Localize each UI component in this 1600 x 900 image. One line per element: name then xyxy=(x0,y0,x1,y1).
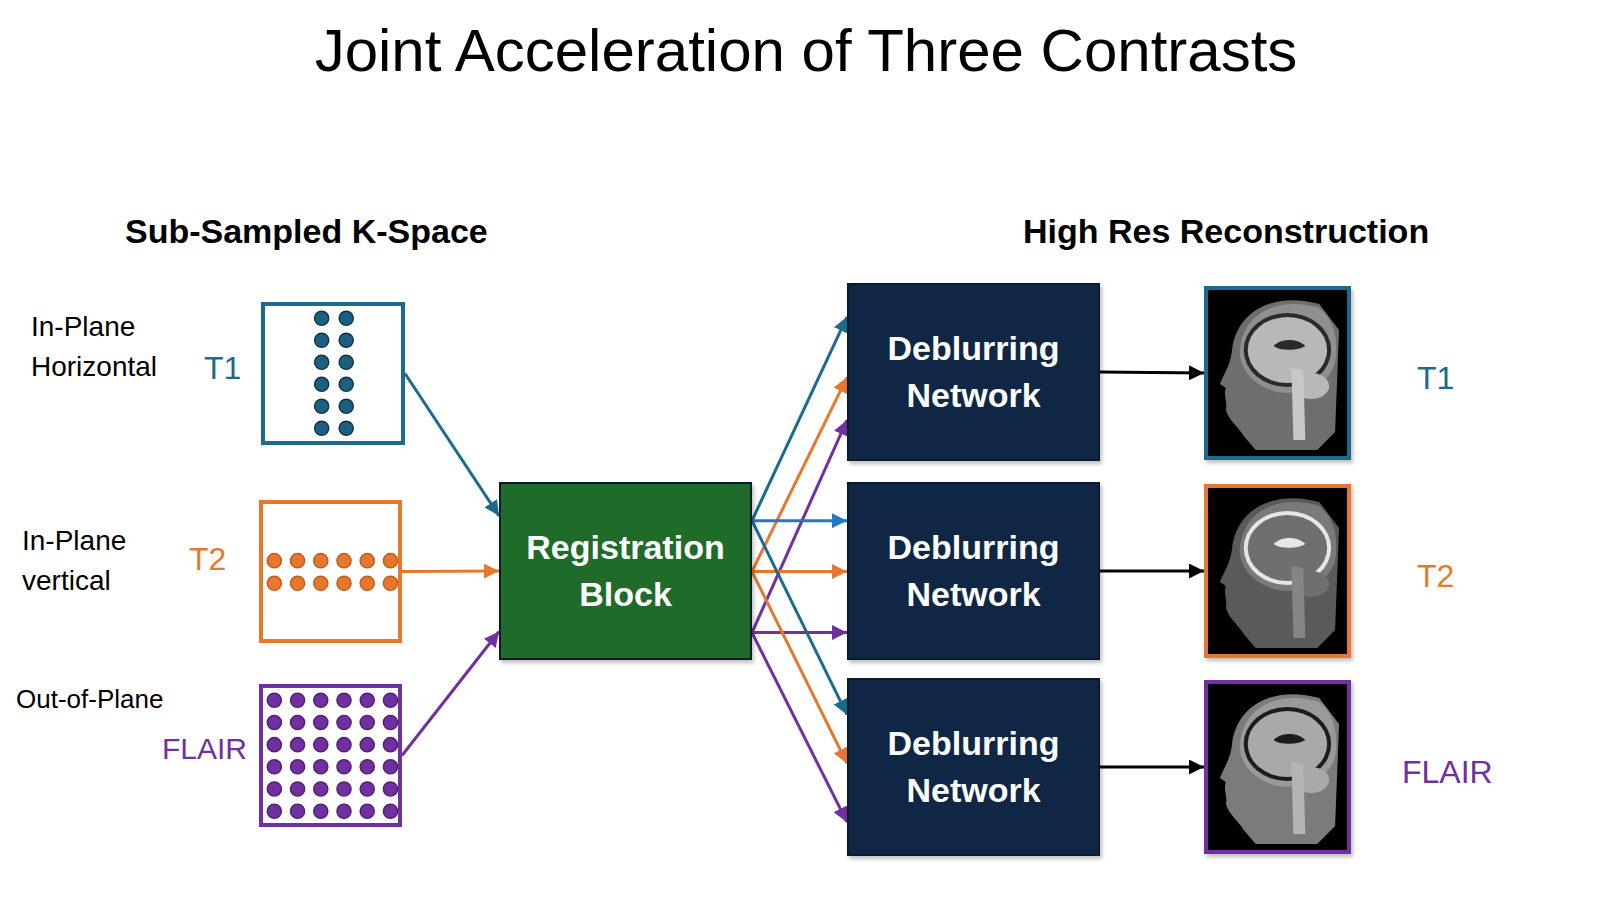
contrast-label: T2 xyxy=(189,539,226,579)
deblurring-network: Deblurring Network xyxy=(847,678,1100,856)
connector-arrow xyxy=(402,632,499,756)
connector-arrow xyxy=(752,519,847,522)
diagram-title: Joint Acceleration of Three Contrasts xyxy=(0,14,1600,88)
kspace-sample-dots xyxy=(263,504,398,639)
node-label: Deblurring Network xyxy=(859,720,1088,814)
contrast-label: T1 xyxy=(204,348,241,388)
mri-brain-image xyxy=(1208,488,1347,654)
deblurring-network: Deblurring Network xyxy=(847,283,1100,461)
connector-arrow xyxy=(752,377,847,571)
sampling-label: In-Plane Horizontal xyxy=(31,307,196,387)
kspace-box: In-Plane HorizontalT1 xyxy=(261,302,405,445)
connector-arrow xyxy=(752,572,847,764)
mri-brain-image xyxy=(1208,684,1347,850)
kspace-sample-dots xyxy=(265,306,401,441)
contrast-label: T2 xyxy=(1417,556,1454,596)
section-heading: Sub-Sampled K-Space xyxy=(125,208,488,254)
contrast-label: T1 xyxy=(1417,358,1454,398)
connector-arrow xyxy=(402,570,499,574)
connector-arrow xyxy=(752,521,847,715)
connector-arrow xyxy=(752,570,847,573)
kspace-box: In-Plane verticalT2 xyxy=(259,500,402,643)
connector-arrow xyxy=(752,633,847,823)
node-label: Deblurring Network xyxy=(859,325,1088,419)
sampling-label: Out-of-Plane xyxy=(16,681,163,717)
connector-arrow xyxy=(752,631,847,634)
kspace-box: Out-of-PlaneFLAIR xyxy=(259,684,402,827)
output-image: FLAIR xyxy=(1204,680,1351,854)
mri-brain-image xyxy=(1208,290,1347,456)
registration-block: Registration Block xyxy=(499,482,752,660)
connector-arrow xyxy=(752,317,847,521)
kspace-sample-dots xyxy=(263,688,398,823)
connector-arrow xyxy=(1100,570,1204,573)
contrast-label: FLAIR xyxy=(162,729,247,769)
section-heading: High Res Reconstruction xyxy=(1023,208,1429,254)
sampling-label: In-Plane vertical xyxy=(22,521,162,601)
node-label: Registration Block xyxy=(511,524,740,618)
output-image: T2 xyxy=(1204,484,1351,658)
output-image: T1 xyxy=(1204,286,1351,460)
connector-arrow xyxy=(405,374,499,516)
contrast-label: FLAIR xyxy=(1402,752,1493,792)
connector-arrow xyxy=(1100,766,1204,769)
deblurring-network: Deblurring Network xyxy=(847,482,1100,660)
node-label: Deblurring Network xyxy=(859,524,1088,618)
connector-arrow xyxy=(1100,372,1204,373)
